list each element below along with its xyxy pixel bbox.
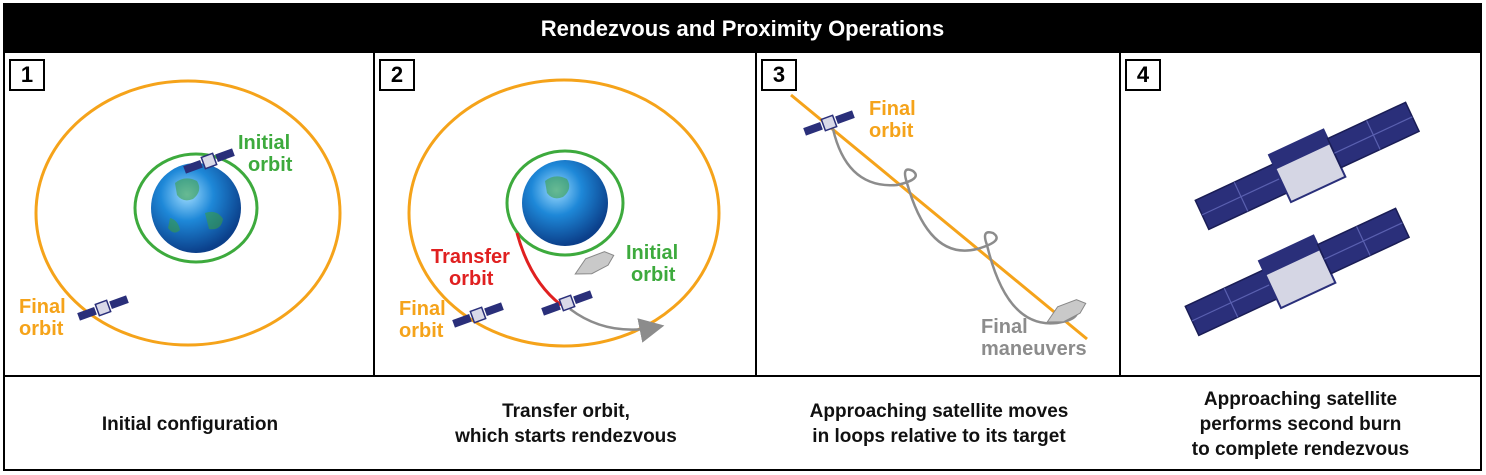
trajectory-arrow <box>569 308 665 343</box>
satellite-icon <box>541 290 593 316</box>
satellite-icon <box>452 302 504 328</box>
final-orbit-label-l1: Final <box>399 298 446 320</box>
diagram-title: Rendezvous and Proximity Operations <box>5 5 1480 53</box>
panel-number: 3 <box>761 59 797 91</box>
initial-orbit-label-l2: orbit <box>631 264 676 286</box>
final-orbit-label-l2: orbit <box>399 320 444 342</box>
caption-panel-4: Approaching satellite performs second bu… <box>1191 388 1410 460</box>
final-orbit-label-l1: Final <box>869 98 916 120</box>
satellite-icon <box>1194 101 1421 231</box>
final-orbit-ellipse <box>407 78 721 348</box>
panel-1: 1 <box>5 53 375 375</box>
panel-3: 3 Final orbit Final maneuvers <box>757 53 1121 375</box>
initial-orbit-label-l2: orbit <box>248 154 293 176</box>
satellite-icon <box>77 295 129 321</box>
panel-3-illustration: Final orbit Final maneuvers <box>790 93 1088 360</box>
approach-loops-path <box>831 128 1079 325</box>
caption-panel-3: Approaching satellite moves in loops rel… <box>809 401 1069 447</box>
final-orbit-label-l2: orbit <box>19 318 64 340</box>
target-satellite-icon <box>574 251 615 275</box>
panel-1-illustration: Initial orbit Final orbit <box>19 79 342 347</box>
panel-number: 2 <box>379 59 415 91</box>
satellite-icon <box>1184 207 1411 337</box>
initial-orbit-circle <box>505 149 625 257</box>
panel-2-illustration: Transfer orbit Initial orbit Final orbit <box>399 78 721 348</box>
earth-icon <box>522 160 608 246</box>
caption-panel-2: Transfer orbit, which starts rendezvous <box>455 401 677 447</box>
final-orbit-label-l1: Final <box>19 296 66 318</box>
panel-4-illustration <box>1184 101 1421 337</box>
initial-orbit-circle <box>133 152 259 264</box>
maneuvers-label-l2: maneuvers <box>981 338 1087 360</box>
diagram-frame: Rendezvous and Proximity Operations 1 <box>3 3 1482 471</box>
maneuvers-label-l1: Final <box>981 316 1028 338</box>
earth-icon <box>151 163 241 253</box>
transfer-orbit-arc <box>515 232 562 307</box>
caption-panel-1: Initial configuration <box>101 413 279 435</box>
panel-4: 4 <box>1121 53 1480 375</box>
target-satellite-icon <box>1046 299 1087 323</box>
transfer-orbit-label-l1: Transfer <box>431 246 510 268</box>
final-orbit-label-l2: orbit <box>869 120 914 142</box>
final-orbit-ellipse <box>34 79 342 347</box>
initial-orbit-label-l1: Initial <box>626 242 678 264</box>
panel-number: 1 <box>9 59 45 91</box>
initial-orbit-label-l1: Initial <box>238 132 290 154</box>
final-orbit-line <box>790 93 1088 341</box>
caption-row: Initial configuration Transfer orbit, wh… <box>5 375 1480 471</box>
panel-2: 2 <box>375 53 757 375</box>
satellite-icon <box>803 110 855 136</box>
transfer-orbit-label-l2: orbit <box>449 268 494 290</box>
panel-number: 4 <box>1125 59 1161 91</box>
satellite-icon <box>183 148 235 174</box>
